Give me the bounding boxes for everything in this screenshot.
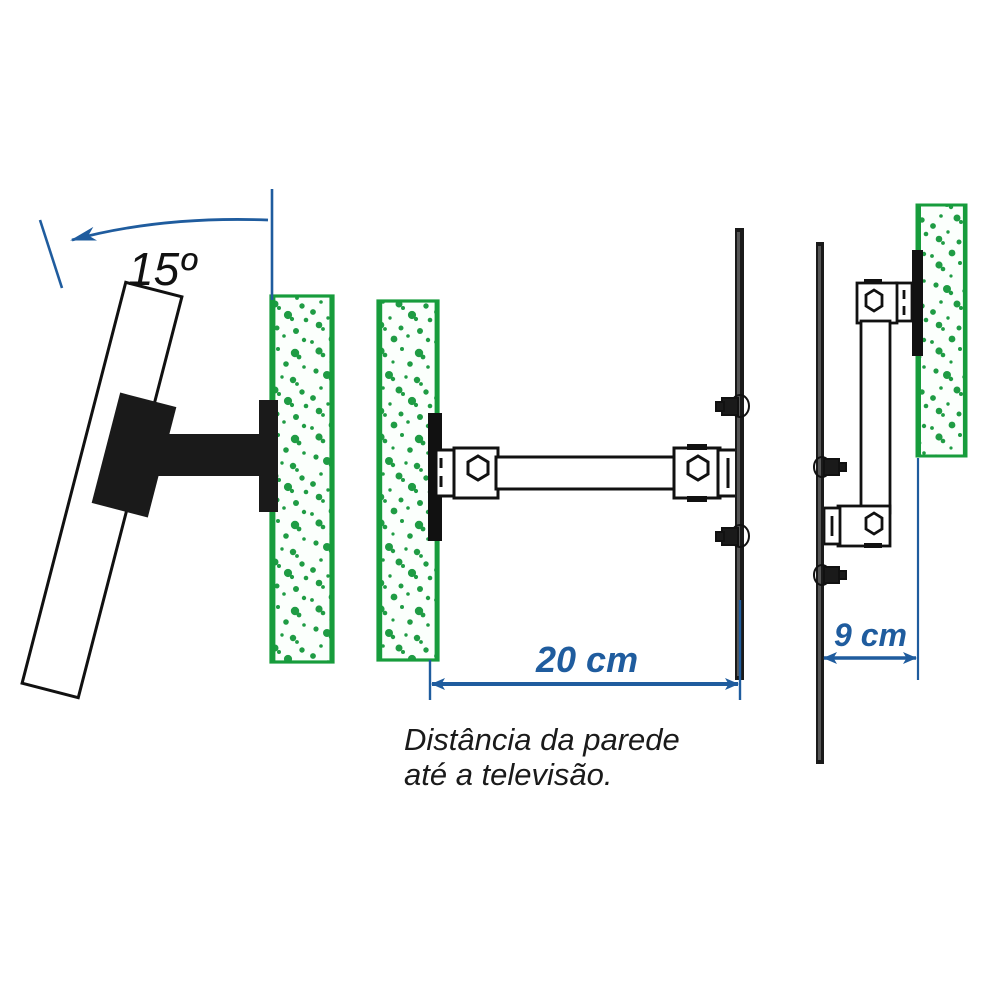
rotulo-cota-9cm: 9 cm xyxy=(834,617,907,653)
placa-televisao-central xyxy=(735,228,744,680)
arco-angulo-15 xyxy=(70,218,269,242)
view-right-folded: 9 cm xyxy=(813,203,968,764)
linhas-de-referencia-angulo xyxy=(38,189,274,300)
placa-de-parede-direita xyxy=(912,250,923,356)
parafusos-placa-televisao-direita xyxy=(813,456,847,586)
parafusos-placa-televisao xyxy=(715,394,750,548)
braco-articulado-recolhido xyxy=(822,279,914,548)
suporte-articulado-silhueta xyxy=(91,392,278,518)
placa-televisao-direita xyxy=(816,242,824,764)
legenda-distancia-linha1: Distância da parede xyxy=(404,722,680,757)
linhas-de-chamada-20cm xyxy=(428,600,742,700)
view-middle-extended: 20 cm Distância da parede até a televisã… xyxy=(376,228,750,792)
rotulo-angulo-15: 15º xyxy=(128,243,198,295)
parede-concreto-direita xyxy=(915,203,968,458)
braco-articulado-estendido xyxy=(434,444,740,502)
view-left-tilted: 15º xyxy=(20,189,335,700)
parede-concreto-esquerda xyxy=(269,294,335,664)
legenda-distancia-linha2: até a televisão. xyxy=(404,757,613,792)
rotulo-cota-20cm: 20 cm xyxy=(535,639,638,680)
